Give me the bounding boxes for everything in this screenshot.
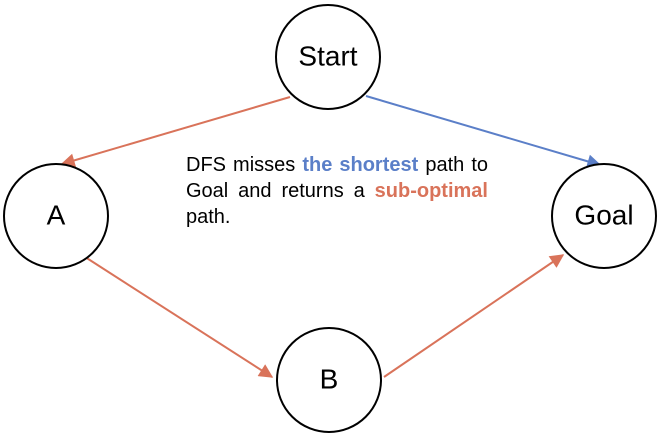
edge-a-to-b [81,254,274,378]
node-start: Start [275,4,381,110]
edge-b-to-goal [383,254,565,378]
node-goal: Goal [551,163,657,269]
caption-part-3: path. [186,206,231,228]
caption-part-2: path to Goal and returns a [186,154,489,202]
caption: DFS misses the shortest path to Goal and… [186,152,488,230]
edge-start-to-a [60,96,291,168]
node-a-label: A [47,199,66,230]
caption-highlight-suboptimal: sub-optimal [374,180,488,202]
node-a: A [3,163,109,269]
node-b: B [276,327,382,433]
node-start-label: Start [298,40,357,71]
caption-part-1: DFS misses [186,154,303,176]
edge-start-to-goal [365,95,602,169]
node-goal-label: Goal [574,199,633,230]
caption-highlight-shortest: the shortest [302,154,419,176]
node-b-label: B [320,363,339,394]
